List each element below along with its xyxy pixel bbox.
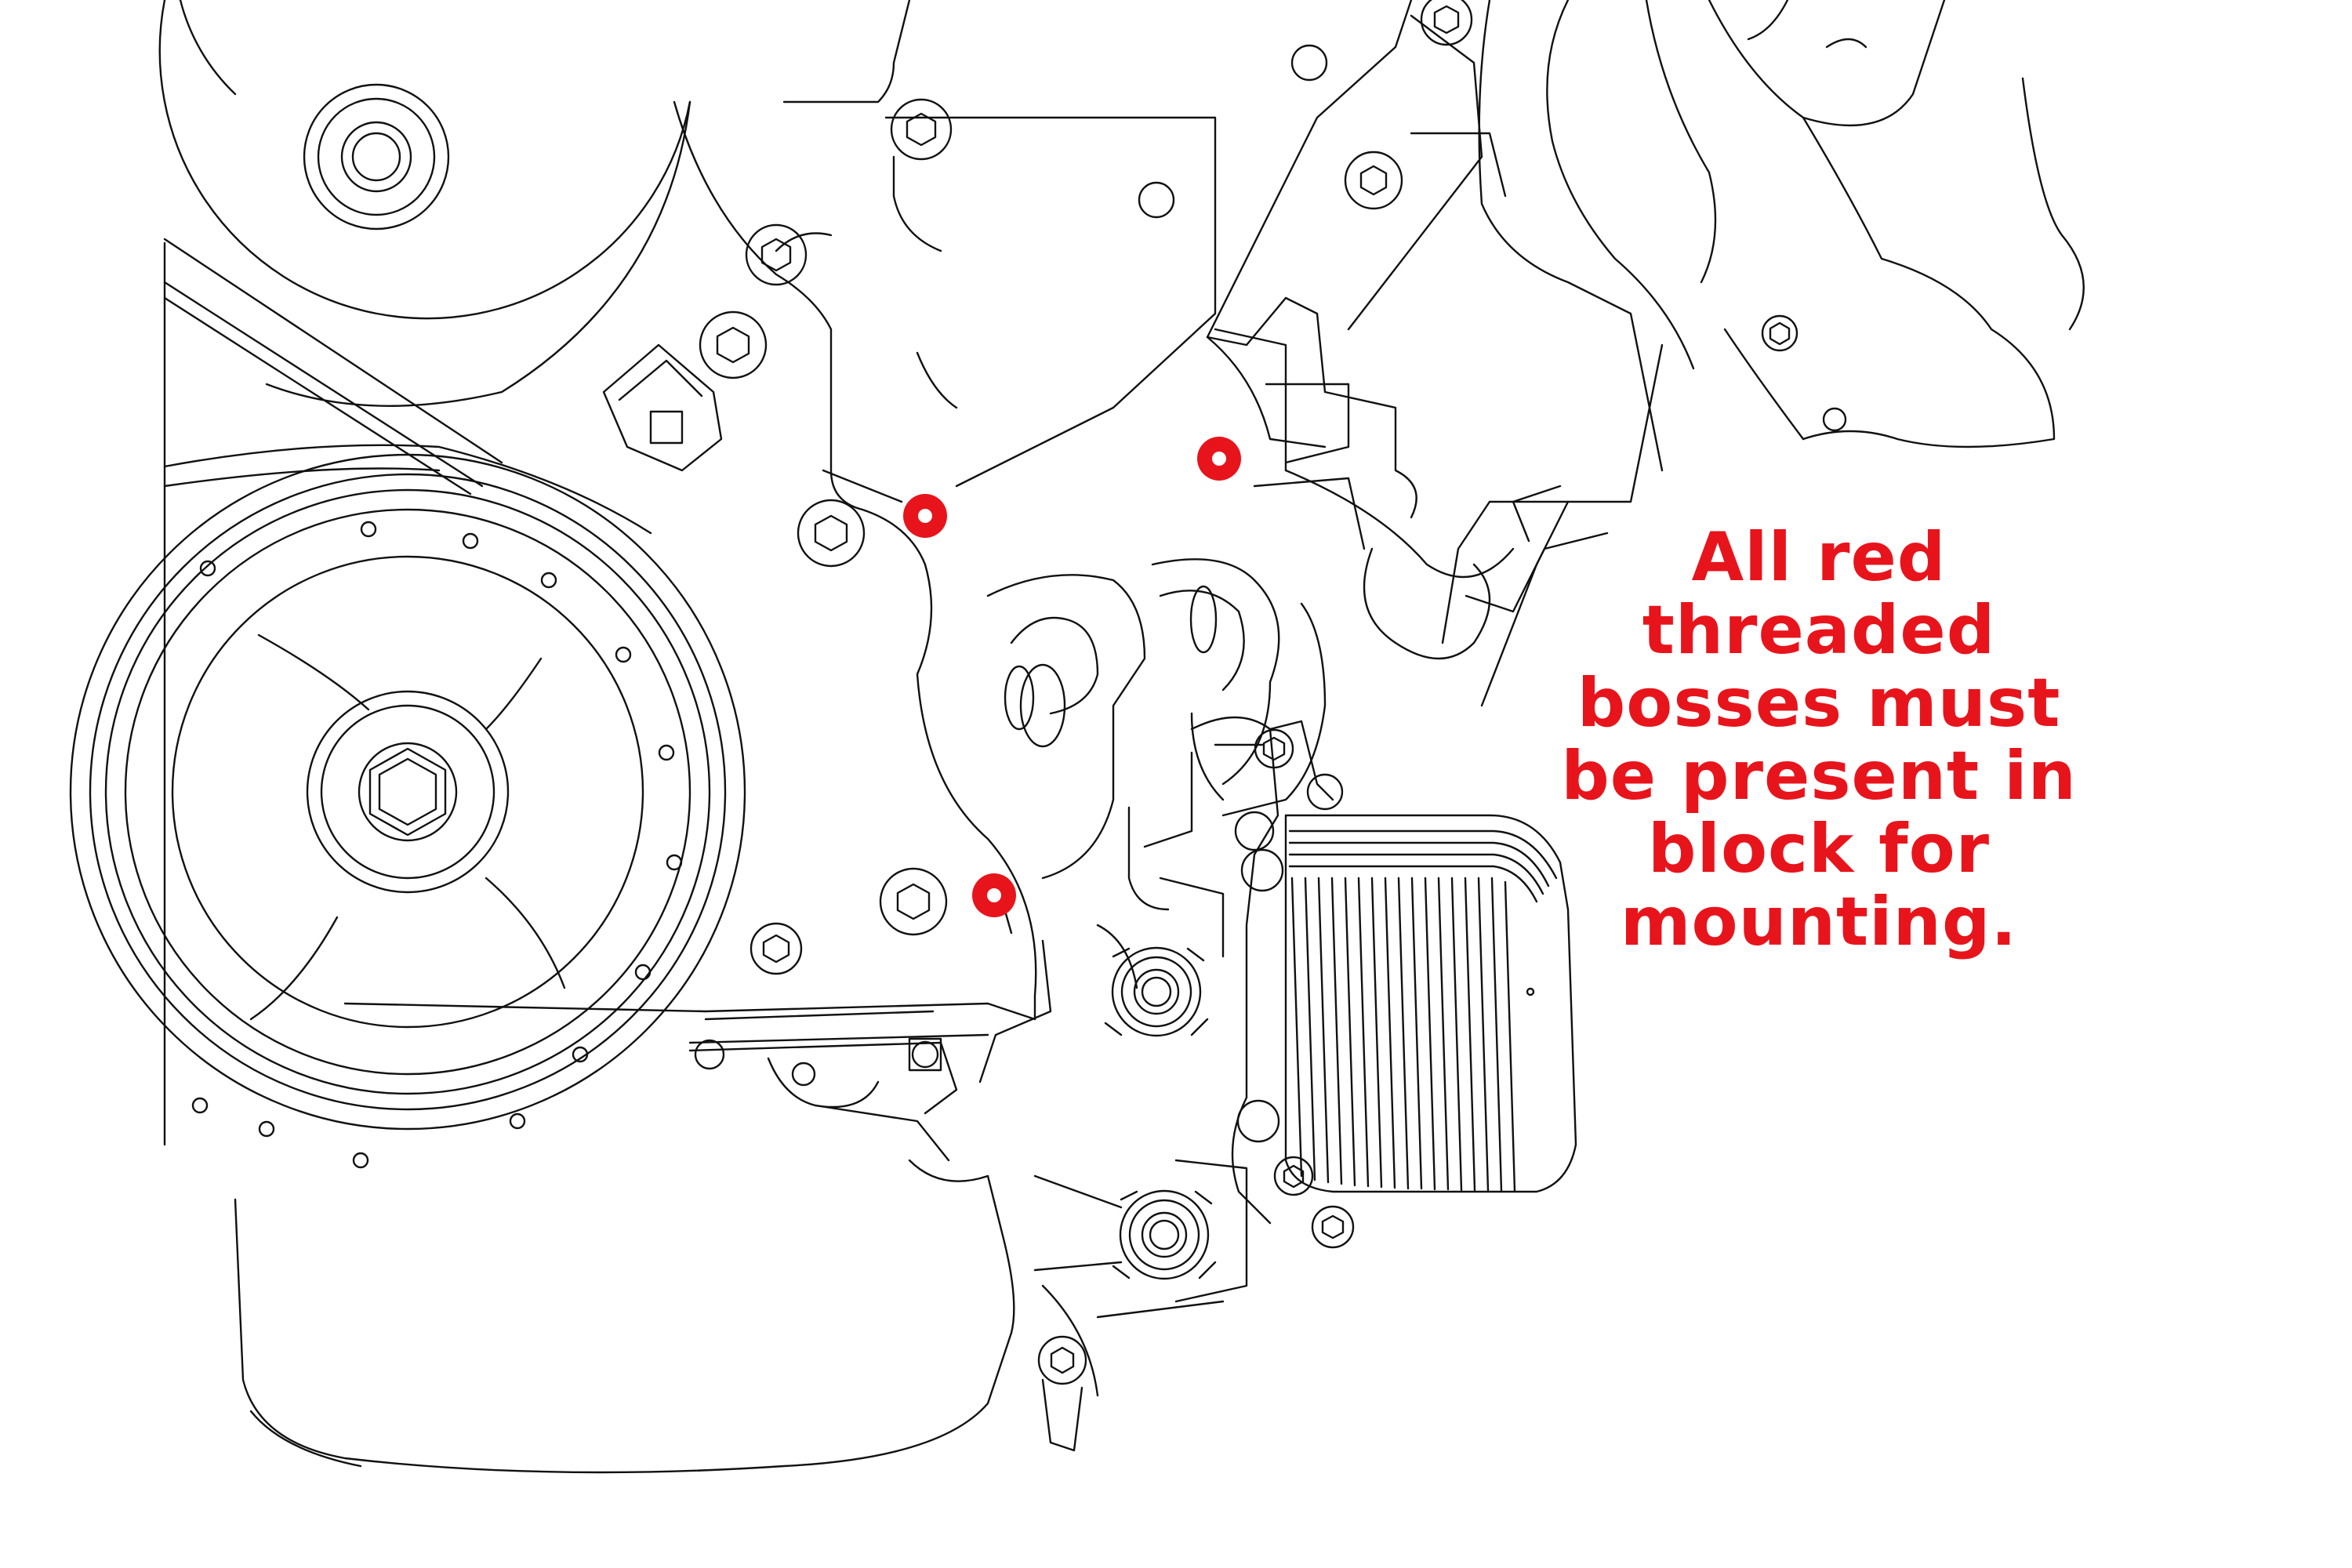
crank-pulley [69, 453, 746, 1169]
pan-rail [688, 1033, 989, 1044]
cover-bolts [699, 44, 1328, 975]
callout-line: mounting. [1620, 883, 2018, 961]
block-side [1214, 328, 1664, 707]
callout-note: All red threaded bosses must be present … [1560, 521, 2078, 959]
oil-adapter-plate [1143, 716, 1355, 1303]
callout-line: threaded [1642, 591, 1996, 670]
callout-line: block for [1647, 810, 1991, 888]
drive-belt [163, 238, 652, 535]
oil-cooler [1284, 814, 1577, 1193]
exhaust-manifold [1546, 0, 2085, 448]
center-casting [978, 558, 1327, 1083]
sensor-connector [602, 343, 723, 472]
oil-line-fittings [1033, 946, 1225, 1319]
upper-bracket [1206, 0, 1664, 550]
oil-pan [234, 1010, 1099, 1474]
pan-bolt-right [911, 1040, 939, 1069]
timing-cover [673, 0, 1217, 1021]
pan-bolt-left [694, 1039, 725, 1070]
block-lower-edge [704, 1002, 1036, 1021]
upper-pulley [158, 0, 691, 407]
callout-line: be present in [1561, 737, 2077, 815]
threaded-boss-markers [903, 437, 1241, 917]
callout-line: All red [1691, 518, 1947, 597]
callout-line: bosses must [1577, 664, 2061, 742]
